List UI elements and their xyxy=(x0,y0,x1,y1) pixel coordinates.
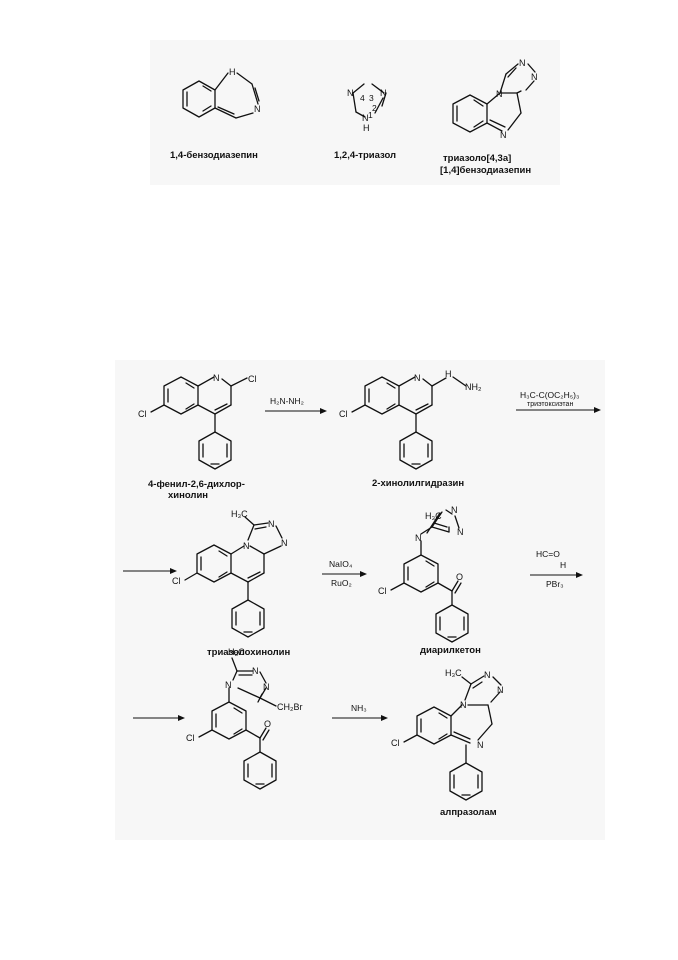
atom-n2: N xyxy=(380,88,387,98)
atom-n-intermediate-1: N xyxy=(252,666,259,676)
structure-quinolylhydrazine xyxy=(351,376,467,470)
ring-number-2: 2 xyxy=(372,103,377,113)
arrow-step-4-continued xyxy=(133,715,185,721)
atom-cl-ketone: Cl xyxy=(378,586,387,596)
reference-structures-panel xyxy=(150,40,560,185)
atom-n-diazepine: N xyxy=(500,130,507,140)
structure-diarylketone xyxy=(390,509,469,643)
atom-n4: N xyxy=(347,88,354,98)
label-triazolobenzodiazepine-1: триазоло[4,3a] xyxy=(443,153,511,164)
atom-nh-hydrazine: H xyxy=(445,369,452,379)
atom-n-tq-2: N xyxy=(281,538,288,548)
atom-cl-triazoloquinoline: Cl xyxy=(172,576,181,586)
ring-number-1: 1 xyxy=(368,110,373,120)
atom-ch2br: CH₂Br xyxy=(277,702,303,712)
atom-n-intermediate-bridge: N xyxy=(225,680,232,690)
label-dichloroquinoline-2: хинолин xyxy=(168,490,208,501)
reagent-ruo2: RuO₂ xyxy=(331,578,352,588)
label-triazolobenzodiazepine-2: [1,4]бензодиазепин xyxy=(440,165,531,176)
atom-n-bridge: N xyxy=(496,89,503,99)
atom-ch3-alprazolam: H₃C xyxy=(445,668,462,678)
atom-n-alprazolam-2: N xyxy=(497,685,504,695)
atom-cl-quinoline-6: Cl xyxy=(138,409,147,419)
atom-n-alprazolam-1: N xyxy=(484,670,491,680)
arrow-step-2-continued xyxy=(123,568,177,574)
structure-triazolobenzodiazepine xyxy=(452,63,536,133)
atom-n-quinoline: N xyxy=(213,373,220,383)
atom-n-tq-bridge: N xyxy=(243,541,250,551)
atom-n-intermediate-2: N xyxy=(263,682,270,692)
label-alprazolam: алпразолам xyxy=(440,807,497,818)
structure-benzodiazepine xyxy=(182,72,260,119)
label-diarylketone: диарилкетон xyxy=(420,645,481,656)
arrow-step-3 xyxy=(322,571,367,577)
reagent-pbr3: PBr₃ xyxy=(546,579,564,589)
atom-n-ketone-2: N xyxy=(457,527,464,537)
atom-n-alprazolam-bridge: N xyxy=(460,700,467,710)
atom-h: H xyxy=(363,123,370,133)
structure-alprazolam xyxy=(403,675,502,801)
arrow-step-1 xyxy=(265,408,327,414)
structure-bromomethyl-intermediate xyxy=(198,657,277,790)
reagent-formaldehyde: HC=O xyxy=(536,549,560,559)
arrow-step-5 xyxy=(332,715,388,721)
atom-o-intermediate: O xyxy=(264,719,271,729)
arrow-step-4 xyxy=(530,572,583,578)
ring-number-3: 3 xyxy=(369,93,374,103)
synthesis-scheme-panel xyxy=(115,360,605,840)
atom-n-ketone-1: N xyxy=(451,505,458,515)
label-triazole: 1,2,4-триазол xyxy=(334,150,396,161)
label-triazoloquinoline: триазолохинолин xyxy=(207,647,291,658)
atom-ch3-ketone: H₃C xyxy=(425,511,442,521)
atom-n-tq-1: N xyxy=(268,519,275,529)
atom-o-ketone: O xyxy=(456,572,463,582)
atom-ch3-triazoloquinoline: H₃C xyxy=(231,509,248,519)
label-quinolylhydrazine: 2-хинолилгидразин xyxy=(372,478,464,489)
atom-n1: N xyxy=(362,113,369,123)
reagent-naio4: NaIO₄ xyxy=(329,559,353,569)
atom-n-alprazolam-diazepine: N xyxy=(477,740,484,750)
atom-cl-hydrazine: Cl xyxy=(339,409,348,419)
reagent-hydrazine: H₂N-NH₂ xyxy=(270,396,304,406)
reagent-ammonia: NH₃ xyxy=(351,703,367,713)
atom-ch3-intermediate: H₃C xyxy=(228,647,245,657)
atom-cl-intermediate: Cl xyxy=(186,733,195,743)
atom-n: N xyxy=(254,104,261,114)
atom-n-triazole-top: N xyxy=(519,58,526,68)
atom-n-triazole-right: N xyxy=(531,72,538,82)
label-dichloroquinoline-1: 4-фенил-2,6-дихлор- xyxy=(148,479,245,490)
atom-cl-quinoline-2: Cl xyxy=(248,374,257,384)
atom-nh: H xyxy=(229,67,236,77)
atom-cl-alprazolam: Cl xyxy=(391,738,400,748)
atom-n-hydrazine-ring: N xyxy=(414,373,421,383)
arrow-step-2 xyxy=(516,407,601,413)
reagent-triethoxyethane-formula: H₃C-C(OC₂H₅)₃ xyxy=(520,390,579,400)
label-benzodiazepine: 1,4-бензодиазепин xyxy=(170,150,258,161)
reagent-formaldehyde-h: H xyxy=(560,560,566,570)
ring-number-4: 4 xyxy=(360,93,365,103)
structure-triazole xyxy=(352,83,387,118)
atom-n-ketone-bridge: N xyxy=(415,533,422,543)
structure-triazoloquinoline xyxy=(184,516,283,638)
structure-dichloroquinoline xyxy=(150,376,248,470)
reagent-triethoxyethane-name: триэтоксиэтан xyxy=(527,401,573,408)
atom-nh2-hydrazine: NH₂ xyxy=(465,382,482,392)
